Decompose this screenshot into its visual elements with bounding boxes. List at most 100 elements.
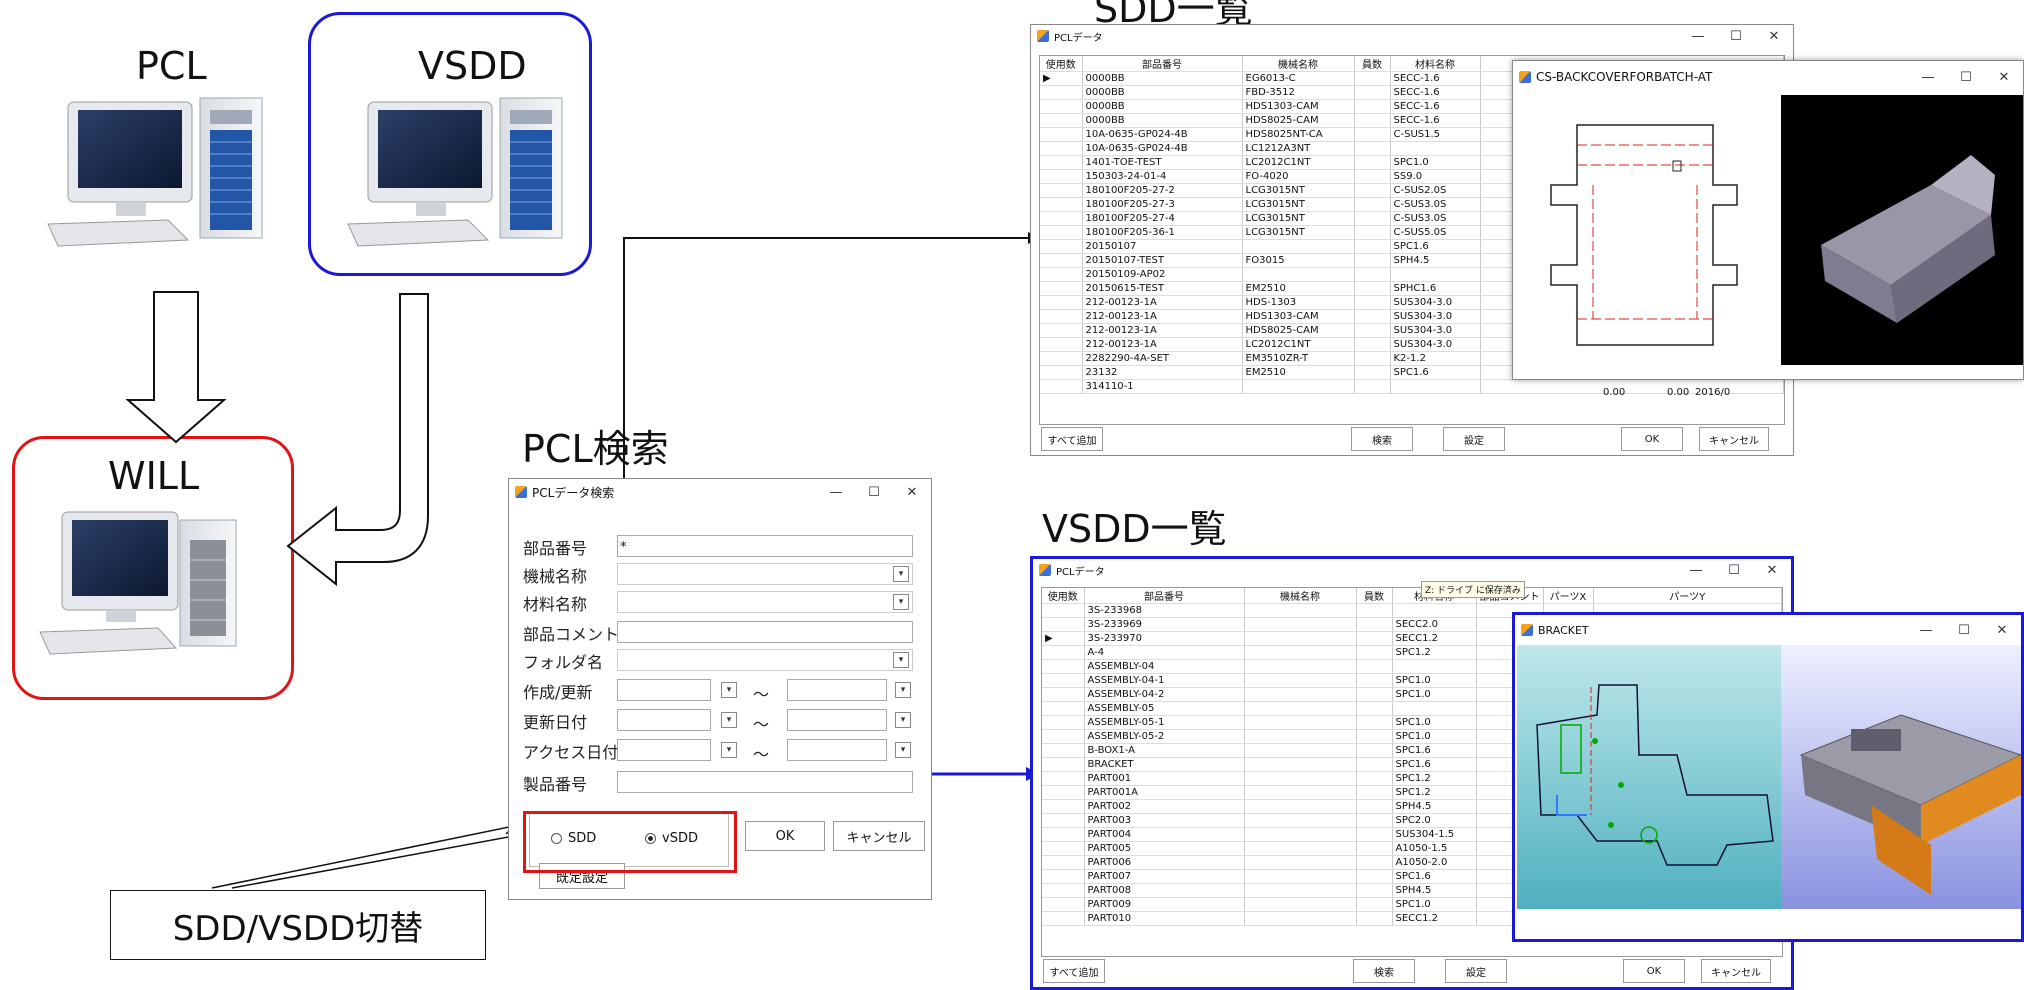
search-button[interactable]: 検索 (1353, 959, 1415, 983)
row-selector[interactable] (1042, 757, 1085, 772)
calendar-dropdown-icon[interactable]: ▾ (895, 742, 911, 758)
ok-button[interactable]: OK (745, 821, 825, 851)
row-selector[interactable] (1040, 295, 1083, 310)
minimize-icon[interactable]: — (829, 484, 843, 500)
row-selector[interactable] (1042, 855, 1085, 870)
col-header[interactable]: 材料名称 (1390, 56, 1481, 72)
row-selector[interactable] (1042, 869, 1085, 884)
row-selector[interactable] (1040, 337, 1083, 352)
row-selector[interactable] (1042, 771, 1085, 786)
row-selector[interactable] (1040, 225, 1083, 240)
row-selector[interactable] (1042, 659, 1085, 674)
chevron-down-icon[interactable]: ▾ (893, 652, 909, 668)
row-selector[interactable] (1040, 183, 1083, 198)
row-selector[interactable] (1042, 617, 1085, 632)
maximize-icon[interactable]: ☐ (1728, 562, 1740, 578)
maximize-icon[interactable]: ☐ (1730, 28, 1742, 44)
row-selector[interactable] (1042, 645, 1085, 660)
product-no-input[interactable] (617, 771, 913, 793)
table-row[interactable]: 314110-1 (1040, 379, 1784, 394)
col-header[interactable]: 員数 (1354, 56, 1391, 72)
row-selector[interactable] (1040, 309, 1083, 324)
row-selector[interactable] (1040, 281, 1083, 296)
col-header[interactable]: 機械名称 (1244, 588, 1357, 604)
row-selector[interactable] (1040, 379, 1083, 394)
maximize-icon[interactable]: ☐ (1958, 622, 1970, 638)
maximize-icon[interactable]: ☐ (1960, 69, 1972, 85)
calendar-dropdown-icon[interactable]: ▾ (895, 682, 911, 698)
close-icon[interactable]: ✕ (1998, 69, 2010, 85)
col-header[interactable]: 部品番号 (1082, 56, 1243, 72)
add-all-button[interactable]: すべて追加 (1043, 959, 1105, 983)
row-selector[interactable] (1040, 253, 1083, 268)
cancel-button[interactable]: キャンセル (833, 821, 925, 851)
row-selector[interactable] (1040, 127, 1083, 142)
access-to-date[interactable] (787, 739, 887, 761)
close-icon[interactable]: ✕ (906, 484, 918, 500)
row-selector[interactable] (1042, 785, 1085, 800)
row-selector[interactable]: ▶ (1042, 631, 1085, 646)
ok-button[interactable]: OK (1623, 959, 1685, 983)
row-selector[interactable] (1040, 351, 1083, 366)
row-selector[interactable] (1042, 715, 1085, 730)
col-header[interactable]: 使用数 (1040, 56, 1083, 72)
folder-select[interactable]: ▾ (617, 649, 913, 671)
search-button[interactable]: 検索 (1351, 427, 1413, 451)
row-selector[interactable] (1042, 701, 1085, 716)
col-header[interactable]: パーツX (1543, 588, 1594, 604)
row-selector[interactable] (1040, 113, 1083, 128)
row-selector[interactable] (1042, 743, 1085, 758)
row-selector[interactable] (1040, 323, 1083, 338)
radio-sdd[interactable]: SDD (551, 831, 596, 846)
row-selector[interactable] (1042, 911, 1085, 926)
row-selector[interactable] (1040, 197, 1083, 212)
radio-vsdd[interactable]: vSDD (645, 831, 698, 846)
settings-button[interactable]: 設定 (1443, 427, 1505, 451)
calendar-dropdown-icon[interactable]: ▾ (721, 682, 737, 698)
cancel-button[interactable]: キャンセル (1699, 427, 1769, 451)
row-selector[interactable] (1040, 267, 1083, 282)
row-selector[interactable] (1040, 239, 1083, 254)
row-selector[interactable] (1042, 603, 1085, 618)
row-selector[interactable] (1040, 99, 1083, 114)
cancel-button[interactable]: キャンセル (1701, 959, 1771, 983)
row-selector[interactable] (1040, 211, 1083, 226)
maximize-icon[interactable]: ☐ (868, 484, 880, 500)
col-header[interactable]: 部品番号 (1084, 588, 1245, 604)
col-header[interactable]: 使用数 (1042, 588, 1085, 604)
add-all-button[interactable]: すべて追加 (1041, 427, 1103, 451)
default-settings-button[interactable]: 既定設定 (539, 863, 625, 889)
settings-button[interactable]: 設定 (1445, 959, 1507, 983)
created-from-date[interactable] (617, 679, 711, 701)
close-icon[interactable]: ✕ (1768, 28, 1780, 44)
row-selector[interactable] (1042, 883, 1085, 898)
row-selector[interactable] (1042, 799, 1085, 814)
chevron-down-icon[interactable]: ▾ (893, 566, 909, 582)
col-header[interactable]: 機械名称 (1242, 56, 1355, 72)
calendar-dropdown-icon[interactable]: ▾ (895, 712, 911, 728)
close-icon[interactable]: ✕ (1996, 622, 2008, 638)
updated-to-date[interactable] (787, 709, 887, 731)
chevron-down-icon[interactable]: ▾ (893, 594, 909, 610)
minimize-icon[interactable]: — (1689, 562, 1703, 578)
calendar-dropdown-icon[interactable]: ▾ (721, 742, 737, 758)
calendar-dropdown-icon[interactable]: ▾ (721, 712, 737, 728)
minimize-icon[interactable]: — (1691, 28, 1705, 44)
row-selector[interactable] (1040, 155, 1083, 170)
radio-selected-icon[interactable] (645, 833, 656, 844)
row-selector[interactable]: ▶ (1040, 71, 1083, 86)
col-header[interactable]: 員数 (1356, 588, 1393, 604)
row-selector[interactable] (1040, 141, 1083, 156)
row-selector[interactable] (1040, 365, 1083, 380)
row-selector[interactable] (1042, 841, 1085, 856)
row-selector[interactable] (1042, 687, 1085, 702)
row-selector[interactable] (1040, 169, 1083, 184)
material-select[interactable]: ▾ (617, 591, 913, 613)
row-selector[interactable] (1040, 85, 1083, 100)
created-to-date[interactable] (787, 679, 887, 701)
row-selector[interactable] (1042, 827, 1085, 842)
row-selector[interactable] (1042, 813, 1085, 828)
close-icon[interactable]: ✕ (1766, 562, 1778, 578)
ok-button[interactable]: OK (1621, 427, 1683, 451)
